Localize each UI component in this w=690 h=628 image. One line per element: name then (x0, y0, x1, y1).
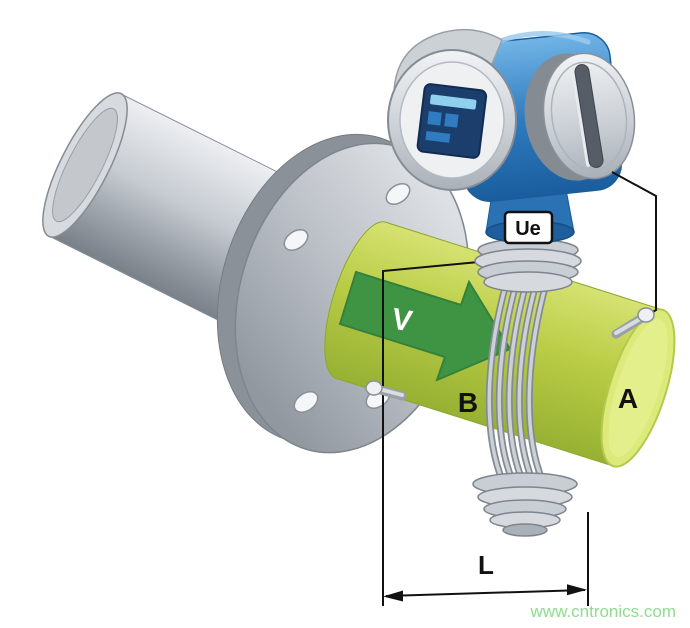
voltage-label: Ue (515, 218, 541, 240)
electrode-shaft-highlight (614, 317, 642, 335)
pipe-end-cap-inner (52, 107, 118, 223)
watermark: www.cntronics.com (530, 602, 676, 621)
electrode-left (365, 380, 407, 401)
dimension-arrow-right (567, 584, 587, 596)
electrode-tip (637, 307, 655, 323)
coil-wire-highlight (517, 282, 538, 484)
voltage-label-box (503, 210, 554, 245)
electrode-right (611, 307, 655, 339)
tube-end-cap-inner (608, 319, 668, 457)
coil-ring (502, 523, 548, 537)
display-segment (444, 113, 459, 128)
flange-bolt-hole (283, 229, 309, 251)
electrode-a-label: A (618, 383, 638, 414)
voltage-label-group: Ue (503, 210, 554, 245)
coil-wire-highlight (527, 282, 548, 484)
coil-ring (483, 271, 573, 293)
coil-wire-highlight (497, 282, 518, 484)
end-cap-inner-ring (550, 61, 628, 171)
coil-bottom (472, 472, 578, 537)
end-cap-slot-group (571, 64, 604, 168)
electrode-wire-right (611, 171, 657, 317)
electrode-shaft-highlight (377, 387, 404, 397)
coil-wire-highlight (507, 282, 528, 484)
display-segment (429, 94, 477, 110)
dimension-arrow-left (383, 590, 403, 602)
electrode-b-label: B (458, 387, 478, 418)
display-screen-group (416, 83, 488, 159)
electrode-wire-left (382, 259, 501, 606)
dimension: L (383, 512, 589, 606)
dimension-line (385, 589, 586, 597)
flange-bolt-hole (293, 391, 319, 413)
display-segment (425, 130, 451, 143)
coil-wire-highlight (487, 282, 508, 484)
transmitter (387, 29, 636, 244)
end-cap-slot (574, 64, 604, 168)
electrode-tip (365, 380, 383, 396)
coil-top (474, 238, 582, 293)
coil-wires (485, 280, 550, 486)
display-segment (427, 111, 442, 126)
flange-bolt-hole (385, 183, 411, 205)
end-cap-slot-highlight (571, 67, 591, 167)
length-label: L (478, 550, 494, 580)
